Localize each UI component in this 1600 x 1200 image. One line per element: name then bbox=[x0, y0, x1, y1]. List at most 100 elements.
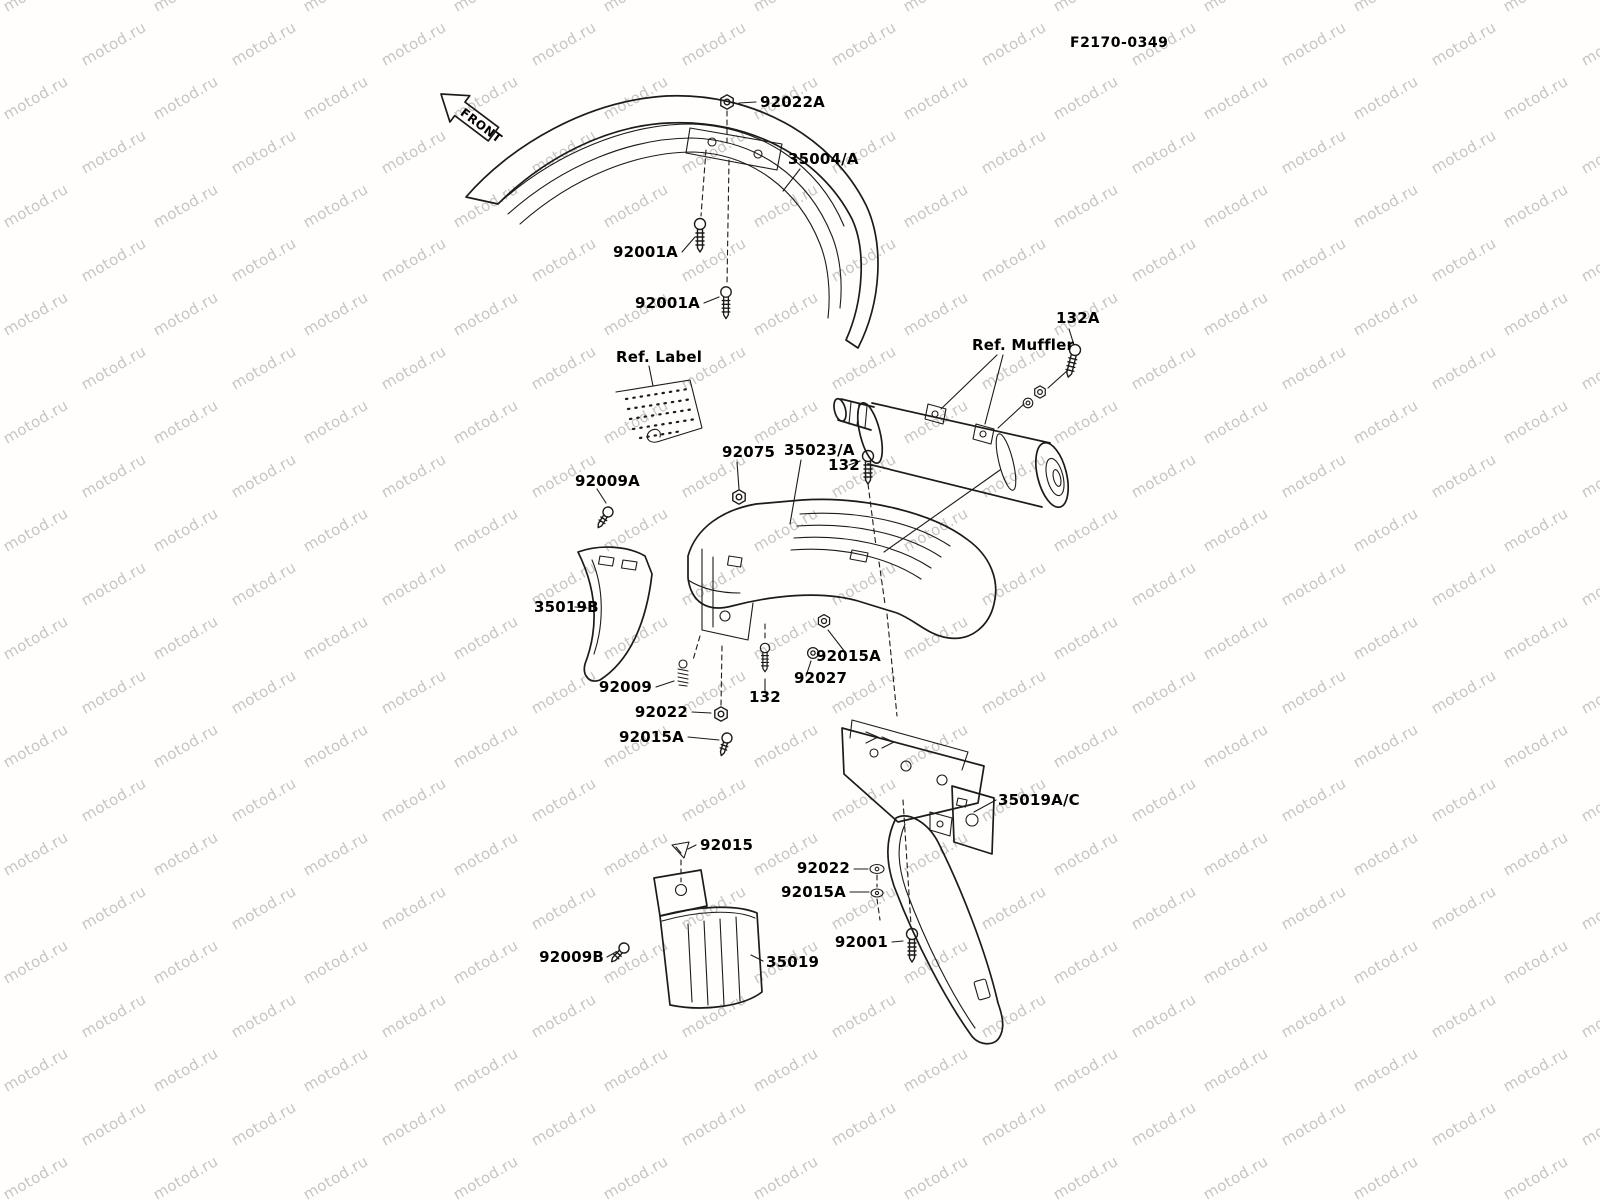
tab-hole bbox=[936, 820, 944, 828]
mudflap-rear-art bbox=[653, 869, 763, 1009]
front-arrow-icon bbox=[440, 93, 500, 142]
washer-fastener-92015a-low bbox=[870, 888, 884, 898]
front-arrow-label: FRONT bbox=[458, 105, 505, 145]
rear-fender-slot bbox=[726, 555, 743, 568]
washer-hole bbox=[874, 866, 880, 872]
mudflap-rear-inner bbox=[661, 911, 756, 922]
rear-blade-outline bbox=[887, 815, 1004, 1045]
rear-bracket-tab bbox=[929, 811, 953, 837]
ref-label-art bbox=[615, 379, 703, 443]
muffler-tab-hole bbox=[931, 410, 939, 418]
labels: F2170-0349 92022A 35004/A 92001A 92001A … bbox=[534, 35, 1168, 971]
mudflap-tab-hole bbox=[674, 883, 688, 897]
flange-hole bbox=[965, 813, 979, 827]
mudflap-rear-ribs bbox=[687, 916, 741, 1006]
muffler-outlet bbox=[1052, 469, 1062, 487]
muffler-body-lines bbox=[867, 402, 1051, 508]
screw-fastener-92009b bbox=[607, 940, 632, 966]
mudflap-front-art bbox=[577, 546, 653, 682]
part-label-92022-mid: 92022 bbox=[635, 703, 688, 721]
muffler-tab-hole bbox=[979, 430, 987, 438]
figure-code: F2170-0349 bbox=[1070, 35, 1168, 51]
fasteners-art bbox=[593, 94, 1083, 966]
mudflap-rear-tab bbox=[653, 869, 708, 917]
flange-slot bbox=[955, 797, 968, 808]
muffler-seam bbox=[995, 433, 1017, 491]
washer-fastener-muffler bbox=[1022, 397, 1034, 409]
part-label-35019: 35019 bbox=[766, 953, 819, 971]
nut-fastener-muffler bbox=[1034, 385, 1046, 399]
bolt-fastener-92001 bbox=[905, 927, 919, 963]
bracket-hole bbox=[869, 748, 879, 758]
part-label-132a: 132A bbox=[1056, 309, 1100, 327]
rear-blade-inner bbox=[898, 823, 976, 1029]
muffler-end-cap bbox=[1034, 441, 1070, 509]
label-sheet-dots bbox=[624, 387, 698, 440]
part-label-35023a: 35023/A bbox=[784, 441, 855, 459]
bolt-fastener-92001a-lower bbox=[720, 286, 732, 320]
washer-fastener-92022-low bbox=[869, 863, 885, 875]
label-sheet-outline bbox=[615, 379, 703, 443]
leader-lines bbox=[574, 101, 1075, 962]
screw-fastener-92015a-mid bbox=[715, 730, 735, 758]
rear-fender-pocket bbox=[687, 548, 754, 641]
part-label-35019b: 35019B bbox=[534, 598, 599, 616]
mudflap-front-outline bbox=[577, 546, 653, 682]
front-fender-bracket bbox=[685, 127, 783, 171]
bracket-hole bbox=[936, 774, 948, 786]
front-arrow: FRONT bbox=[440, 93, 505, 146]
part-label-92009b: 92009B bbox=[539, 948, 604, 966]
part-label-92015a-mid: 92015A bbox=[619, 728, 684, 746]
bolt-fastener-92001a-upper bbox=[693, 217, 707, 253]
clip-fastener-92015 bbox=[671, 841, 690, 859]
part-label-ref-muffler: Ref. Muffler bbox=[972, 336, 1075, 354]
nut-fastener-92075 bbox=[732, 489, 746, 505]
rear-bracket-art bbox=[841, 719, 1004, 1045]
rear-fender-hole bbox=[719, 610, 731, 622]
mudflap-rear-outline bbox=[659, 906, 763, 1009]
muffler-end-ring bbox=[1045, 457, 1065, 497]
blade-slot bbox=[973, 978, 991, 1001]
rear-fender-ribs bbox=[790, 512, 951, 580]
damper-head bbox=[678, 659, 688, 669]
damper-coils bbox=[677, 668, 689, 687]
muffler-art bbox=[833, 369, 1070, 553]
part-label-92027: 92027 bbox=[794, 669, 847, 687]
part-label-35004a: 35004/A bbox=[788, 150, 859, 168]
bracket-hole bbox=[753, 149, 763, 159]
part-label-92001a-upper: 92001A bbox=[613, 243, 678, 261]
part-label-92022a: 92022A bbox=[760, 93, 825, 111]
front-fender-outline bbox=[465, 94, 879, 349]
front-fender-art bbox=[465, 94, 879, 349]
part-label-132-upper: 132 bbox=[828, 456, 860, 474]
rear-fender-outline bbox=[687, 498, 997, 640]
screw-fastener-92009a bbox=[593, 504, 616, 532]
muffler-mount-tabs bbox=[924, 403, 995, 445]
rear-bracket-flange bbox=[951, 785, 995, 855]
part-label-35019ac: 35019A/C bbox=[998, 791, 1080, 809]
mudflap-front-inner bbox=[591, 559, 602, 655]
muffler-inlet-end bbox=[833, 397, 847, 423]
part-label-92009: 92009 bbox=[599, 678, 652, 696]
part-label-92022-low: 92022 bbox=[797, 859, 850, 877]
rear-fender-art bbox=[687, 498, 997, 641]
muffler-left-end bbox=[856, 401, 884, 465]
washer-hole bbox=[874, 890, 880, 896]
part-label-92015a-low: 92015A bbox=[781, 883, 846, 901]
muffler-pipe-ribs bbox=[848, 401, 868, 429]
part-label-92015a-right: 92015A bbox=[816, 647, 881, 665]
part-label-92001: 92001 bbox=[835, 933, 888, 951]
washer-outer bbox=[870, 888, 884, 898]
part-label-92075: 92075 bbox=[722, 443, 775, 461]
rear-bracket-plate bbox=[841, 727, 985, 823]
bolt-fastener-132-lower bbox=[759, 642, 771, 673]
rear-bracket-top-plate bbox=[849, 719, 969, 771]
rear-bracket-chevrons bbox=[865, 731, 895, 749]
mudflap-front-slots bbox=[597, 555, 638, 571]
part-label-92001a-lower: 92001A bbox=[635, 294, 700, 312]
rear-fender-center-slot bbox=[849, 549, 869, 563]
part-label-92009a: 92009A bbox=[575, 472, 640, 490]
front-fender-ribs bbox=[497, 123, 845, 319]
